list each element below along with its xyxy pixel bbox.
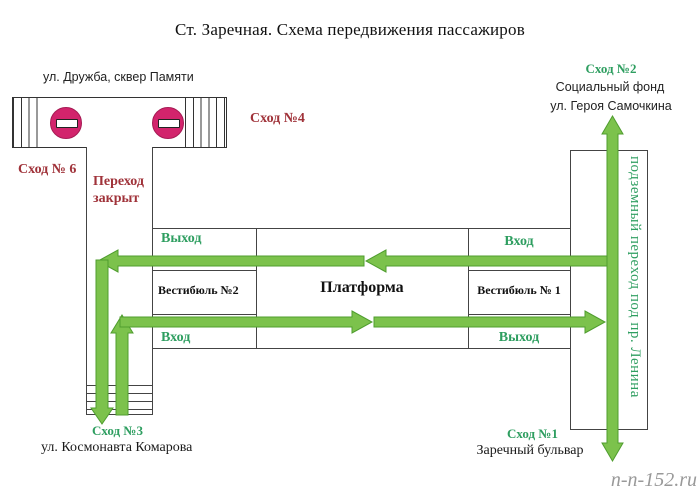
grid-row-line [153, 314, 256, 315]
exit6-label: Сход № 6 [18, 162, 77, 177]
exit2-label: Сход №2 [585, 61, 637, 76]
no-entry-bar [56, 119, 78, 128]
platform-label: Платформа [320, 279, 404, 296]
grid-row-line [468, 270, 570, 271]
grid-top-line [153, 228, 570, 229]
exit3-label: Сход №3 [92, 423, 143, 438]
no-entry-bar [158, 119, 180, 128]
vestibule2-exit-label: Выход [161, 231, 202, 246]
street-label-druzhba: ул. Дружба, сквер Памяти [43, 70, 194, 84]
grid-bottom-line [153, 348, 570, 349]
page-title: Ст. Заречная. Схема передвижения пассажи… [175, 20, 525, 39]
crossing-closed-label: Переход закрыт [93, 174, 144, 206]
underpass-label: подземный переход под пр. Ленина [627, 156, 643, 398]
vestibule1-entrance-label: Вход [504, 234, 534, 249]
watermark: n-n-152.ru [610, 469, 697, 491]
stair-line [87, 401, 152, 402]
grid-row-line [153, 270, 256, 271]
no-entry-icon [50, 107, 82, 139]
exit1-label: Сход №1 [507, 426, 558, 441]
vestibule2-name: Вестибюль №2 [158, 283, 239, 297]
vestibule1-name: Вестибюль № 1 [477, 283, 561, 297]
closed-crossing-bar [12, 97, 227, 148]
grid-row-line [468, 314, 570, 315]
bar-bottom-edge-left [12, 147, 86, 148]
stair-line [87, 385, 152, 386]
exit4-label: Сход №4 [250, 111, 305, 126]
vestibule2-entrance-label: Вход [161, 330, 191, 345]
grid-divider-platform-v1 [468, 228, 469, 349]
stairs-hatch-right [185, 98, 227, 147]
stair-line [87, 409, 152, 410]
closed-corridor [86, 147, 153, 415]
boulevard-label: Заречный бульвар [476, 443, 584, 458]
vestibule1-exit-label: Выход [498, 330, 540, 345]
grid-divider-v2-platform [256, 228, 257, 349]
stair-line [87, 393, 152, 394]
street-label-samochkina: ул. Героя Самочкина [550, 99, 672, 113]
street-label-komarova: ул. Космонавта Комарова [41, 440, 193, 455]
social-fund-label: Социальный фонд [555, 80, 665, 94]
bar-bottom-edge-right [153, 147, 227, 148]
stairs-hatch-left [13, 98, 44, 147]
no-entry-icon [152, 107, 184, 139]
